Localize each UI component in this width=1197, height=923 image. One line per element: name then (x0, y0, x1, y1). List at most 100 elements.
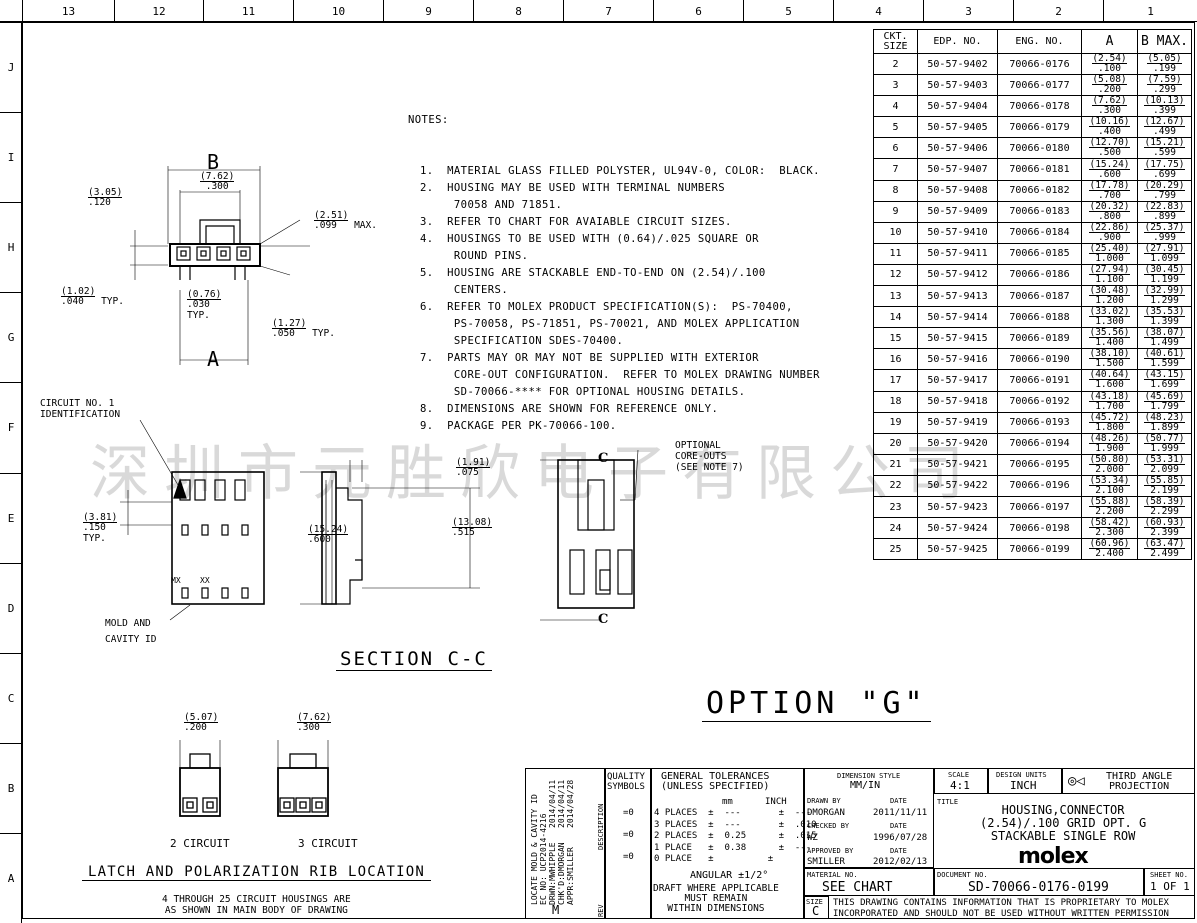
circuit-id-label: CIRCUIT NO. 1 IDENTIFICATION (40, 398, 121, 420)
units-label: DESIGN UNITS (996, 771, 1047, 779)
table-cell-fraction: (60.96)2.400 (1081, 538, 1138, 561)
size-label: SIZE (806, 898, 823, 906)
material-cell (804, 868, 934, 896)
table-cell: 12 (873, 263, 918, 287)
dim-507: (5.07).200 (184, 712, 219, 733)
table-cell: 50-57-9408 (917, 179, 998, 202)
table-cell-fraction: (40.64)1.600 (1081, 369, 1138, 392)
section-marker-c-top: C (598, 451, 609, 466)
table-cell-fraction: (58.42)2.300 (1081, 517, 1138, 540)
table-cell: 70066-0197 (997, 495, 1082, 519)
zone-label-2: 2 (1013, 0, 1103, 22)
table-cell-fraction: (10.16).400 (1081, 116, 1138, 139)
table-cell: 70066-0184 (997, 221, 1082, 244)
document-label: DOCUMENT NO. (937, 871, 988, 879)
material-label: MATERIAL NO. (807, 871, 858, 879)
zone-label-9: 9 (383, 0, 473, 22)
proprietary-notice: THIS DRAWING CONTAINS INFORMATION THAT I… (833, 898, 1169, 919)
zone-label-11: 11 (203, 0, 293, 22)
table-cell-fraction: (43.15)1.699 (1137, 369, 1192, 392)
table-cell-fraction: (12.70).500 (1081, 137, 1138, 160)
approved-date-label: DATE (890, 847, 907, 855)
size-cell (804, 896, 829, 919)
table-cell: 50-57-9402 (917, 52, 998, 76)
table-cell-fraction: (53.34)2.100 (1081, 474, 1138, 497)
table-cell: 70066-0188 (997, 306, 1082, 329)
table-cell-fraction: (22.83).899 (1137, 200, 1192, 223)
size-value: C (812, 904, 820, 918)
table-cell: 5 (873, 116, 918, 139)
note-item: 3. REFER TO CHART FOR AVAIABLE CIRCUIT S… (420, 216, 732, 228)
drawn-date-label: DATE (890, 797, 907, 805)
table-cell-fraction: (50.80)2.000 (1081, 453, 1138, 476)
dim-a-label: A (207, 347, 220, 371)
tolerance-column (651, 768, 804, 919)
document-cell (934, 868, 1144, 896)
table-cell-fraction: (35.56)1.400 (1081, 327, 1138, 350)
table-cell-fraction: (60.93)2.399 (1137, 517, 1192, 540)
three-circuit-label: 3 CIRCUIT (298, 837, 358, 850)
tolerance-row: 4 PLACES ± --- ± --- (654, 808, 812, 818)
latch-note: 4 THROUGH 25 CIRCUIT HOUSINGS ARE AS SHO… (162, 894, 351, 916)
table-cell-fraction: (12.67).499 (1137, 116, 1192, 139)
table-cell: 50-57-9421 (917, 453, 998, 476)
table-cell: 70066-0181 (997, 158, 1082, 181)
table-cell: 70066-0199 (997, 538, 1082, 561)
checked-by-label: CHECKED BY (807, 822, 850, 830)
approved-by: SMILLER (807, 857, 845, 867)
zone-label-D: D (0, 562, 22, 653)
table-header: CKT. SIZE (873, 29, 918, 54)
table-cell-fraction: (27.94)1.100 (1081, 263, 1138, 287)
mold-cavity-label: MOLD AND CAVITY ID (105, 618, 157, 645)
zone-label-10: 10 (293, 0, 383, 22)
document-number: SD-70066-0176-0199 (968, 880, 1109, 895)
table-cell: 50-57-9413 (917, 285, 998, 308)
table-cell: 50-57-9410 (917, 221, 998, 244)
table-cell: 70066-0186 (997, 263, 1082, 287)
table-cell-fraction: (20.32).800 (1081, 200, 1138, 223)
table-cell: 70066-0190 (997, 348, 1082, 371)
approved-by-label: APPROVED BY (807, 847, 854, 855)
drawing-title: HOUSING,CONNECTOR (2.54)/.100 GRID OPT. … (980, 803, 1147, 843)
checked-by: WZ (807, 833, 818, 843)
table-cell-fraction: (43.18)1.700 (1081, 390, 1138, 413)
molex-logo: molex (1018, 844, 1089, 869)
dim-762-latch: (7.62).300 (297, 712, 332, 733)
table-cell: 50-57-9414 (917, 306, 998, 329)
drawn-by: DMORGAN (807, 808, 845, 818)
table-cell: 50-57-9419 (917, 411, 998, 434)
xx-mark: XX (200, 576, 210, 585)
projection-label: THIRD ANGLE PROJECTION (1106, 771, 1173, 792)
mx-mark: MX (171, 576, 181, 585)
latch-title: LATCH AND POLARIZATION RIB LOCATION (82, 864, 432, 881)
table-cell-fraction: (7.59).299 (1137, 74, 1192, 97)
latch-views-drawing (179, 740, 329, 817)
notes-list: 1. MATERIAL GLASS FILLED POLYSTER, UL94V… (408, 163, 820, 435)
table-cell-fraction: (55.88)2.200 (1081, 495, 1138, 519)
section-cc-title: SECTION C-C (336, 648, 492, 671)
table-cell-fraction: (55.85)2.199 (1137, 474, 1192, 497)
table-cell-fraction: (15.21).599 (1137, 137, 1192, 160)
units-cell (988, 768, 1062, 794)
table-cell: 7 (873, 158, 918, 181)
table-cell: 8 (873, 179, 918, 202)
checked-date-label: DATE (890, 822, 907, 830)
table-cell: 50-57-9420 (917, 432, 998, 455)
table-cell: 50-57-9403 (917, 74, 998, 97)
zone-label-3: 3 (923, 0, 1013, 22)
table-cell: 14 (873, 306, 918, 329)
table-cell: 70066-0178 (997, 95, 1082, 118)
title-label: TITLE (937, 798, 959, 806)
table-cell: 70066-0185 (997, 242, 1082, 265)
draft-note: DRAFT WHERE APPLICABLE MUST REMAIN WITHI… (653, 883, 779, 914)
angular-tolerance: ANGULAR ±1/2° (690, 870, 769, 881)
table-cell-fraction: (17.75).699 (1137, 158, 1192, 181)
